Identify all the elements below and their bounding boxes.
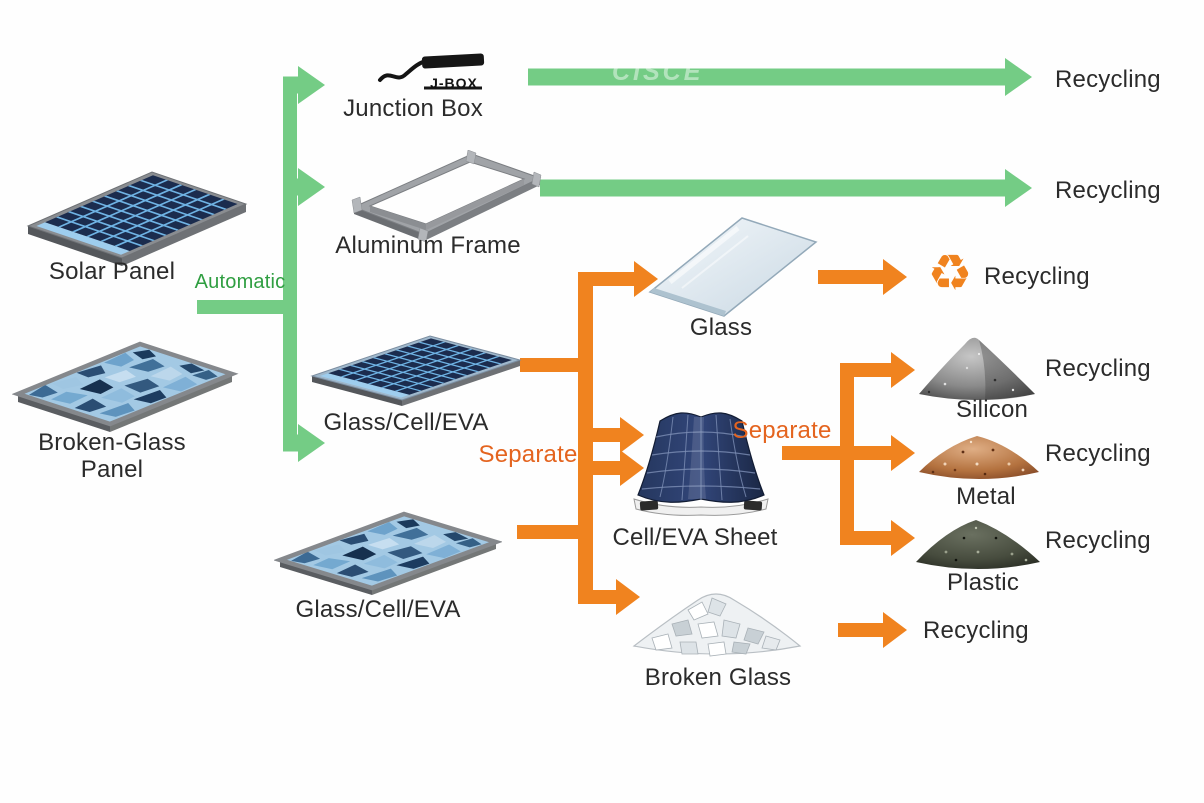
label-separate-2: Separate <box>732 417 832 444</box>
label-glass-cell-eva-top: Glass/Cell/EVA <box>323 409 489 436</box>
arrow-to-broken-glass <box>578 579 640 615</box>
arrow-to-junction-box <box>283 66 325 104</box>
label-separate-1: Separate <box>478 441 578 468</box>
arrow-to-silicon <box>840 352 915 388</box>
label-solar-panel: Solar Panel <box>48 258 176 285</box>
arrow-to-plastic <box>840 520 915 556</box>
arrow-to-cell-eva-sheet-1 <box>578 417 644 453</box>
arrow-aluminum-frame-to-recycling <box>540 169 1032 207</box>
arrow-to-cell-eva-sheet-2 <box>578 450 644 486</box>
label-broken-glass-panel: Broken-Glass Panel <box>38 429 186 483</box>
broken-glass-panel-image <box>12 330 240 432</box>
arrow-to-glass <box>578 261 658 297</box>
arrow-to-glass-cell-eva <box>283 424 325 462</box>
plastic-pile-image <box>912 506 1044 576</box>
line-glass-cell-eva-top-input <box>520 358 593 372</box>
label-junction-box: Junction Box <box>343 95 483 122</box>
label-recycling-glass: Recycling <box>984 263 1090 290</box>
label-broken-glass-panel-line1: Broken-Glass <box>38 429 186 456</box>
label-automatic: Automatic <box>194 271 286 293</box>
broken-glass-pile-image <box>628 580 806 664</box>
glass-cell-eva-broken-panel-image <box>274 502 502 596</box>
aluminum-frame-image <box>350 150 544 244</box>
line-automatic <box>197 300 291 314</box>
junction-box-icon <box>372 48 490 92</box>
label-recycling-aluminum-frame: Recycling <box>1055 177 1161 204</box>
label-recycling-silicon: Recycling <box>1045 355 1151 382</box>
arrow-to-metal <box>782 435 915 471</box>
recycle-icon: ♻ <box>927 244 973 302</box>
solar-panel-image <box>20 158 256 266</box>
trunk-automatic <box>283 80 297 448</box>
line-glass-cell-eva-bottom-input <box>517 525 593 539</box>
label-plastic: Plastic <box>946 569 1020 596</box>
label-glass-cell-eva-bottom: Glass/Cell/EVA <box>295 596 461 623</box>
label-recycling-plastic: Recycling <box>1045 527 1151 554</box>
arrow-junction-box-to-recycling <box>528 58 1032 96</box>
arrow-glass-to-recycling <box>818 259 907 295</box>
watermark: CISCE <box>612 58 704 86</box>
glass-cell-eva-panel-image <box>306 328 524 408</box>
label-recycling-junction-box: Recycling <box>1055 66 1161 93</box>
label-broken-glass: Broken Glass <box>644 664 792 691</box>
label-broken-glass-panel-line2: Panel <box>80 456 144 483</box>
arrow-to-aluminum-frame <box>283 168 325 206</box>
label-glass: Glass <box>689 314 753 341</box>
glass-sheet-image <box>648 214 820 318</box>
label-metal: Metal <box>956 483 1016 510</box>
label-recycling-metal: Recycling <box>1045 440 1151 467</box>
label-silicon: Silicon <box>955 396 1029 423</box>
label-cell-eva-sheet: Cell/EVA Sheet <box>612 524 778 551</box>
arrow-broken-glass-to-recycling <box>838 612 907 648</box>
jbox-tag: J-BOX <box>430 75 478 91</box>
cell-eva-sheet-image <box>626 403 782 519</box>
metal-pile-image <box>915 420 1043 484</box>
label-aluminum-frame: Aluminum Frame <box>335 232 521 259</box>
label-recycling-broken-glass: Recycling <box>923 617 1029 644</box>
silicon-pile-image <box>915 328 1040 406</box>
